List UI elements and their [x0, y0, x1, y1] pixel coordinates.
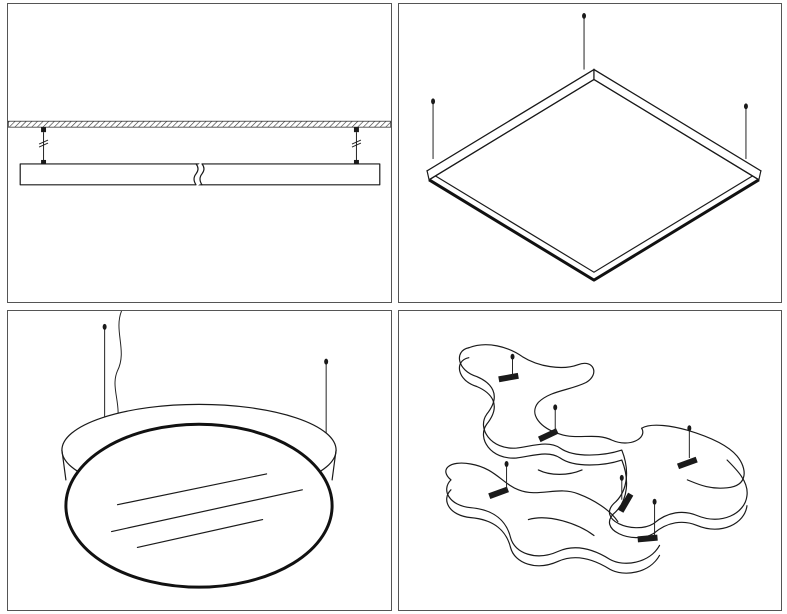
- linear-luminaire: [19, 162, 381, 187]
- suspension-left: [38, 127, 49, 164]
- square-pendant-panel: [398, 3, 782, 303]
- round-luminaire: [61, 403, 337, 589]
- freeform-luminaire: [445, 344, 748, 574]
- freeform-pendant-icon: [445, 344, 748, 574]
- linear-pendant-icon: [8, 120, 391, 187]
- square-luminaire: [425, 68, 763, 282]
- ceiling: [8, 120, 391, 128]
- round-pendant-icon: [61, 311, 337, 589]
- round-pendant-panel: [7, 310, 392, 611]
- suspension-right: [351, 127, 362, 164]
- freeform-pendant-panel: [398, 310, 782, 611]
- suspension-wires: [102, 311, 329, 439]
- suspension-wires: [504, 353, 692, 536]
- suspension-wires: [431, 12, 748, 159]
- square-pendant-icon: [425, 12, 763, 282]
- linear-pendant-panel: [7, 3, 392, 303]
